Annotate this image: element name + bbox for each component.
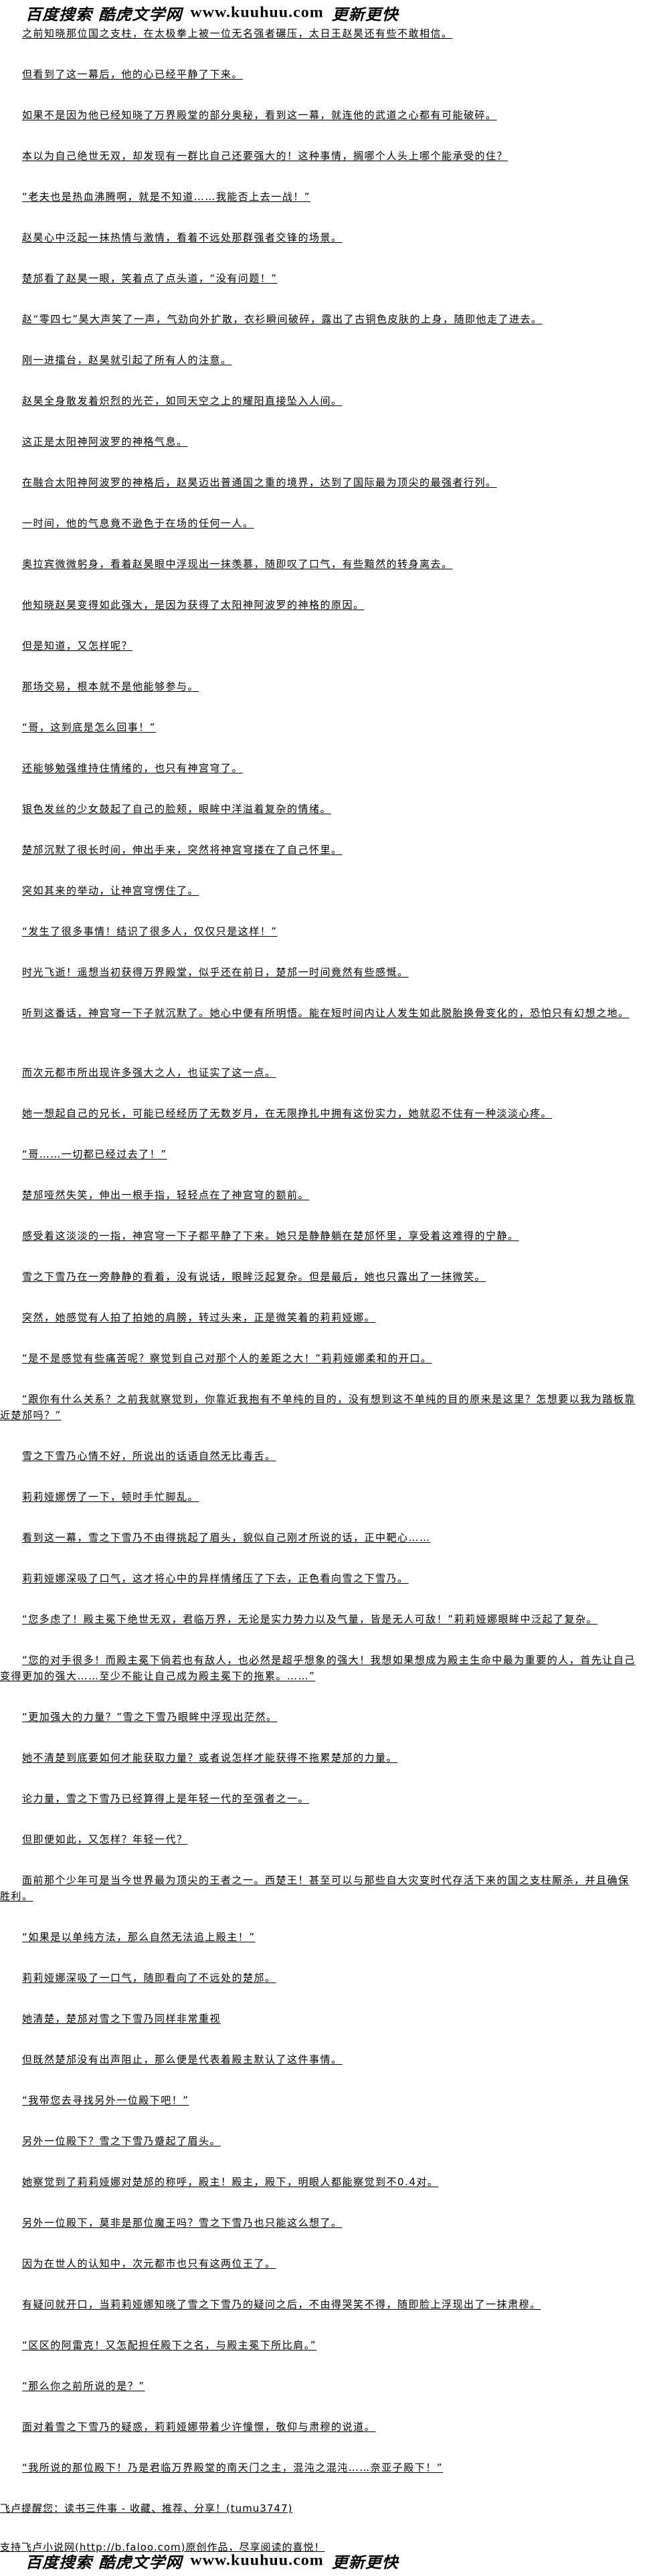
paragraph[interactable]: 但是知道，又怎样呢？ [22, 640, 133, 652]
paragraph[interactable]: “发生了很多事情！结识了很多人，仅仅只是这样！” [22, 925, 278, 937]
paragraph[interactable]: 本以为自己绝世无双，却发现有一群比自己还要强大的！这种事情，搁哪个人头上哪个能承… [22, 150, 508, 162]
paragraph[interactable]: 感受着这淡淡的一指，神宫穹一下子都平静了下来。她只是静静躺在楚邡怀里，享受着这难… [22, 1230, 519, 1242]
paragraph[interactable]: 雪之下雪乃心情不好，所说出的话语自然无比毒舌。 [22, 1450, 276, 1462]
paragraph[interactable]: 但即便如此，又怎样？年轻一代？ [22, 1833, 188, 1845]
paragraph[interactable]: 论力量，雪之下雪乃已经算得上是年轻一代的至强者之一。 [22, 1792, 310, 1805]
paragraph[interactable]: 但看到了这一幕后，他的心已经平静了下来。 [22, 68, 244, 80]
paragraph[interactable]: “老夫也是热血沸腾啊，就是不知道……我能否上去一战！” [22, 191, 311, 203]
paragraph[interactable]: 因为在世人的认知中，次元都市也只有这两位王了。 [22, 2258, 276, 2270]
paragraph[interactable]: “区区的阿雷克！又怎配担任殿下之名，与殿主冕下所比肩。” [22, 2339, 317, 2351]
paragraph[interactable]: 那场交易，根本就不是他能够参与。 [22, 680, 199, 693]
logo-slogan: 更新更快 [331, 5, 399, 23]
paragraph[interactable]: 莉莉娅娜愣了一下，顿时手忙脚乱。 [22, 1491, 199, 1503]
paragraph[interactable]: 另外一位殿下？雪之下雪乃蹙起了眉头。 [22, 2135, 221, 2147]
paragraph[interactable]: 一时间，他的气息竟不逊色于在场的任何一人。 [22, 517, 254, 529]
paragraph[interactable]: 楚邡看了赵昊一眼，笑着点了点头道，“没有问题！” [22, 272, 278, 284]
paragraph[interactable]: 刚一进擂台，赵昊就引起了所有人的注意。 [22, 354, 232, 366]
paragraph[interactable]: 听到这番话，神宫穹一下子就沉默了。她心中便有所明悟。能在短时间内让人发生如此脱胎… [22, 1007, 630, 1019]
paragraph[interactable]: 奥拉宾微微躬身，看着赵昊眼中浮现出一抹羡慕，随即叹了口气，有些黯然的转身离去。 [22, 558, 453, 570]
paragraph[interactable]: “您多虑了！殿主冕下绝世无双，君临万界，无论是实力势力以及气量，皆是无人可敌！”… [22, 1613, 598, 1625]
paragraph[interactable]: “跟你有什么关系？之前我就察觉到，你靠近我抱有不单纯的目的，没有想到这不单纯的目… [0, 1393, 636, 1421]
paragraph[interactable]: “哥，这到底是怎么回事！” [22, 721, 157, 733]
logo-brand: 百度搜索 酷虎文学网 [25, 2553, 183, 2571]
site-logo-header[interactable]: 百度搜索 酷虎文学网 www.kuuhuu.com 更新更快 [0, 1, 649, 25]
paragraph[interactable]: 这正是太阳神阿波罗的神格气息。 [22, 436, 188, 448]
paragraph[interactable]: 楚邡沉默了很长时间，伸出手来，突然将神宫穹搂在了自己怀里。 [22, 844, 343, 856]
paragraph[interactable]: 赵“零四七”昊大声笑了一声，气劲向外扩散，衣衫瞬间破碎，露出了古铜色皮肤的上身，… [22, 313, 543, 325]
chapter-content: 之前知晓那位国之支柱，在太极拳上被一位无名强者碾压，太日王赵昊还有些不敢相信。但… [0, 25, 639, 2476]
logo-url: www.kuuhuu.com [190, 4, 324, 21]
paragraph[interactable]: 面前那个少年可是当今世界最为顶尖的王者之一。西楚王！甚至可以与那些自大灾变时代存… [0, 1874, 630, 1902]
paragraph[interactable]: “哥……一切都已经过去了！” [22, 1148, 167, 1160]
logo-slogan: 更新更快 [331, 2553, 399, 2571]
paragraph[interactable]: “我带您去寻找另外一位殿下吧！” [22, 2094, 189, 2106]
paragraph[interactable]: 她不清楚到底要如何才能获取力量？或者说怎样才能获得不拖累楚邡的力量。 [22, 1752, 398, 1764]
paragraph[interactable]: “我所说的那位殿下！乃是君临万界殿堂的南天门之主，混沌之混沌……奈亚子殿下！” [22, 2462, 444, 2474]
footer-reminder-link[interactable]: 飞卢提醒您：读书三件事 - 收藏、推荐、分享！(tumu3747) [0, 2502, 293, 2514]
paragraph[interactable]: 赵昊心中泛起一抹热情与激情，看着不远处那群强者交锋的场景。 [22, 232, 343, 244]
paragraph[interactable]: 突如其来的举动，让神宫穹愣住了。 [22, 885, 199, 897]
paragraph[interactable]: 如果不是因为他已经知晓了万界殿堂的部分奥秘，看到这一幕，就连他的武道之心都有可能… [22, 109, 497, 121]
paragraph[interactable]: 莉莉娅娜深吸了口气，这才将心中的异样情绪压了下去，正色看向雪之下雪乃。 [22, 1572, 409, 1584]
paragraph[interactable]: “更加强大的力量？”雪之下雪乃眼眸中浮现出茫然。 [22, 1711, 278, 1723]
logo-url: www.kuuhuu.com [190, 2552, 324, 2569]
paragraph[interactable]: 有疑问就开口，当莉莉娅娜知晓了雪之下雪乃的疑问之后，不由得哭笑不得，随即脸上浮现… [22, 2298, 541, 2310]
paragraph[interactable]: 突然，她感觉有人拍了拍她的肩膀，转过头来，正是微笑着的莉莉娅娜。 [22, 1311, 376, 1323]
paragraph[interactable]: 之前知晓那位国之支柱，在太极拳上被一位无名强者碾压，太日王赵昊还有些不敢相信。 [22, 27, 453, 39]
paragraph[interactable]: “那么你之前所说的是？” [22, 2380, 145, 2392]
paragraph[interactable]: “是不是感觉有些痛苦呢？察觉到自己对那个人的差距之大！”莉莉娅娜柔和的开口。 [22, 1352, 432, 1364]
footer: 飞卢提醒您：读书三件事 - 收藏、推荐、分享！(tumu3747) 支持飞卢小说… [0, 2500, 649, 2555]
paragraph[interactable]: 面对着雪之下雪乃的疑惑，莉莉娅娜带着少许憧憬，敬仰与肃穆的说道。 [22, 2421, 376, 2433]
paragraph[interactable]: 但既然楚邡没有出声阻止，那么便是代表着殿主默认了这件事情。 [22, 2053, 343, 2065]
paragraph[interactable]: 看到这一幕，雪之下雪乃不由得挑起了眉头，貌似自己刚才所说的话，正中靶心…… [22, 1532, 431, 1544]
paragraph[interactable]: 莉莉娅娜深吸了一口气，随即看向了不远处的楚邡。 [22, 1972, 276, 1984]
paragraph[interactable]: “您的对手很多！而殿主冕下倘若也有敌人，也必然是超乎想象的强大！我想如果想成为殿… [0, 1654, 636, 1682]
paragraph[interactable]: 雪之下雪乃在一旁静静的看着，没有说话，眼眸泛起复杂。但是最后，她也只露出了一抹微… [22, 1271, 486, 1283]
paragraph[interactable]: 赵昊全身散发着炽烈的光芒，如同天空之上的耀阳直接坠入人间。 [22, 395, 343, 407]
site-logo-footer[interactable]: 百度搜索 酷虎文学网 www.kuuhuu.com 更新更快 [0, 2549, 399, 2573]
paragraph[interactable]: 另外一位殿下，莫非是那位魔王吗？雪之下雪乃也只能这么想了。 [22, 2217, 343, 2229]
footer-support-link[interactable]: 支持飞卢小说网(http://b.faloo.com)原创作品，尽享阅读的喜悦！ [0, 2541, 325, 2553]
logo-brand: 百度搜索 酷虎文学网 [25, 5, 183, 23]
paragraph[interactable]: 在融合太阳神阿波罗的神格后，赵昊迈出普通国之重的境界，达到了国际最为顶尖的最强者… [22, 476, 497, 488]
paragraph[interactable]: 楚邡哑然失笑，伸出一根手指，轻轻点在了神宫穹的额前。 [22, 1189, 310, 1201]
paragraph[interactable]: “如果是以单纯方法，那么自然无法追上殿主！” [22, 1931, 256, 1943]
paragraph[interactable]: 时光飞逝！遥想当初获得万界殿堂，似乎还在前日，楚邡一时间竟然有些感慨。 [22, 966, 409, 978]
paragraph[interactable]: 而次元都市所出现许多强大之人，也证实了这一点。 [22, 1067, 276, 1079]
paragraph[interactable]: 她一想起自己的兄长，可能已经经历了无数岁月，在无限挣扎中拥有这份实力，她就忍不住… [22, 1107, 553, 1119]
paragraph[interactable]: 他知晓赵昊变得如此强大，是因为获得了太阳神阿波罗的神格的原因。 [22, 599, 365, 611]
paragraph[interactable]: 她清楚，楚邡对雪之下雪乃同样非常重视 [22, 2013, 221, 2025]
paragraph[interactable]: 她察觉到了莉莉娅娜对楚邡的称呼，殿主！殿主，殿下，明眼人都能察觉到不0.4对。 [22, 2176, 439, 2188]
paragraph[interactable]: 还能够勉强维持住情绪的，也只有神宫穹了。 [22, 762, 244, 774]
paragraph[interactable]: 银色发丝的少女鼓起了自己的脸颊，眼眸中洋溢着复杂的情绪。 [22, 803, 332, 815]
